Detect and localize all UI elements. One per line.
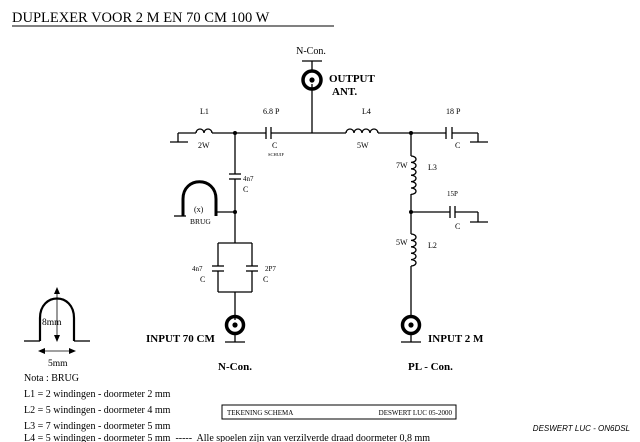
l3-value: 7W [396,161,408,170]
c4n7b-value: 4n7 [192,265,203,273]
c15p-value: 15P [447,190,458,198]
note-line: Nota : BRUG [24,373,79,384]
output-label: OUTPUT [329,73,376,85]
branch-2m [409,131,488,318]
input-70cm-type: N-Con. [218,361,252,373]
branch-70cm [174,131,258,320]
brug-detail-height-label: 8mm [42,318,62,328]
l4-value: 5W [357,141,369,150]
note-line: L1 = 2 windingen - doormeter 2 mm [24,389,171,400]
note-line: L4 = 5 windingen - doormeter 5 mm ----- … [24,433,430,442]
notes: Nota : BRUG L1 = 2 windingen - doormeter… [24,373,430,442]
c18p-value: 18 P [446,107,461,116]
c18p-name: C [455,141,460,150]
input-2m-pin [408,322,414,328]
title-block: TEKENING SCHEMA DESWERT LUC 05-2000 [221,404,457,420]
l3-coil [410,155,417,196]
c4n7a-value: 4n7 [243,175,254,183]
l2-value: 5W [396,238,408,247]
brug-label: BRUG [190,217,211,226]
c2p7-name: C [263,275,268,284]
c4n7b-name: C [200,275,205,284]
input-2m-type: PL - Con. [408,361,453,373]
note-line: L2 = 5 windingen - doormeter 4 mm [24,405,171,416]
l2-coil [410,233,417,267]
output-label-ant: ANT. [332,86,357,98]
c15p-name: C [455,222,460,231]
title-block-right: DESWERT LUC 05-2000 [379,409,453,417]
input-2m-label: INPUT 2 M [428,333,484,345]
l1-coil [195,128,213,134]
input-70cm-pin [232,322,238,328]
l1-value: 2W [198,141,210,150]
input-70cm-connector: INPUT 70 CM N-Con. [146,314,252,373]
input-2m-symbol [400,314,422,336]
c68p-name: C [272,141,277,150]
l3-name: L3 [428,163,437,172]
c2p7-value: 2P7 [265,265,276,273]
l4-coil [345,128,379,134]
l2-name: L2 [428,241,437,250]
title-block-frame [221,404,457,420]
l1-name: L1 [200,107,209,116]
c68p-note: SCHUIF [268,152,285,157]
title-block-left: TEKENING SCHEMA [227,409,293,417]
c4n7a-name: C [243,185,248,194]
author-signature: DESWERT LUC - ON6DSL [533,424,630,433]
brug-arch [181,180,218,216]
c68p-value: 6.8 P [263,107,280,116]
brug-detail-width-label: 5mm [48,359,68,369]
input-70cm-symbol [224,314,246,336]
output-connector-type: N-Con. [296,46,326,57]
input-70cm-label: INPUT 70 CM [146,333,215,345]
output-connector: N-Con. OUTPUT ANT. [296,46,376,133]
l4-name: L4 [362,107,371,116]
note-line: L3 = 7 windingen - doormeter 5 mm [24,421,171,432]
diagram-title: DUPLEXER VOOR 2 M EN 70 CM 100 W [12,10,270,26]
output-connector-pin [309,77,315,83]
brug-detail: 8mm 5mm [24,287,90,369]
brug-mark: (x) [194,205,204,214]
top-rail [170,127,488,143]
input-2m-connector: INPUT 2 M PL - Con. [400,314,484,373]
